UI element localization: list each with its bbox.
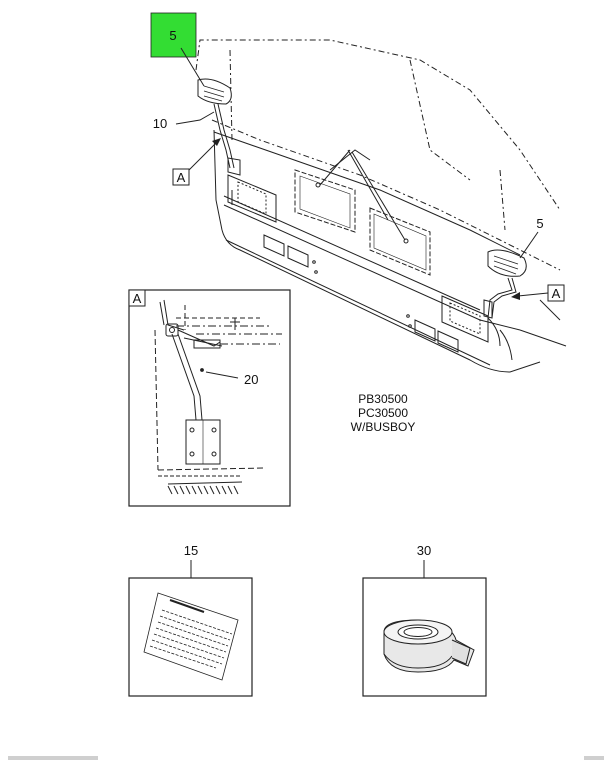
warning-label-decal <box>143 592 239 681</box>
applicability-line-3: W/BUSBOY <box>351 420 416 434</box>
view-a-left-arrowhead <box>212 138 221 146</box>
view-a-left-arrow <box>188 142 217 171</box>
callout-20-leader <box>205 371 239 379</box>
callout-5-highlight-box[interactable] <box>150 12 197 58</box>
vehicle-rear-illustration <box>195 39 567 373</box>
detail-a-label: A <box>133 291 142 306</box>
detail-a-drawing <box>154 299 282 495</box>
part-15-panel[interactable] <box>128 577 253 697</box>
tape-roll <box>383 619 475 673</box>
callout-5-leader <box>180 47 205 87</box>
footer-mark-right <box>584 756 604 760</box>
detail-a-panel <box>128 289 291 507</box>
callout-10-leader <box>175 111 215 125</box>
view-a-right-arrowhead <box>511 292 520 300</box>
callout-20-label: 20 <box>244 372 258 387</box>
callout-5-highlight-label: 5 <box>169 28 176 43</box>
callout-30-label: 30 <box>417 543 431 558</box>
callout-5-right-label: 5 <box>536 216 543 231</box>
right-mirror-assembly <box>483 249 527 319</box>
view-a-left-label: A <box>177 170 186 185</box>
left-mirror-assembly <box>197 78 241 176</box>
view-a-right-arrow <box>517 292 549 297</box>
view-a-right-label: A <box>552 286 561 301</box>
callout-10-label: 10 <box>153 116 167 131</box>
callout-5-right-leader <box>519 231 539 259</box>
applicability-line-2: PC30500 <box>358 406 408 420</box>
callout-15-label: 15 <box>184 543 198 558</box>
footer-mark-left <box>8 756 98 760</box>
applicability-line-1: PB30500 <box>358 392 408 406</box>
view-a-left-box[interactable] <box>172 168 190 186</box>
